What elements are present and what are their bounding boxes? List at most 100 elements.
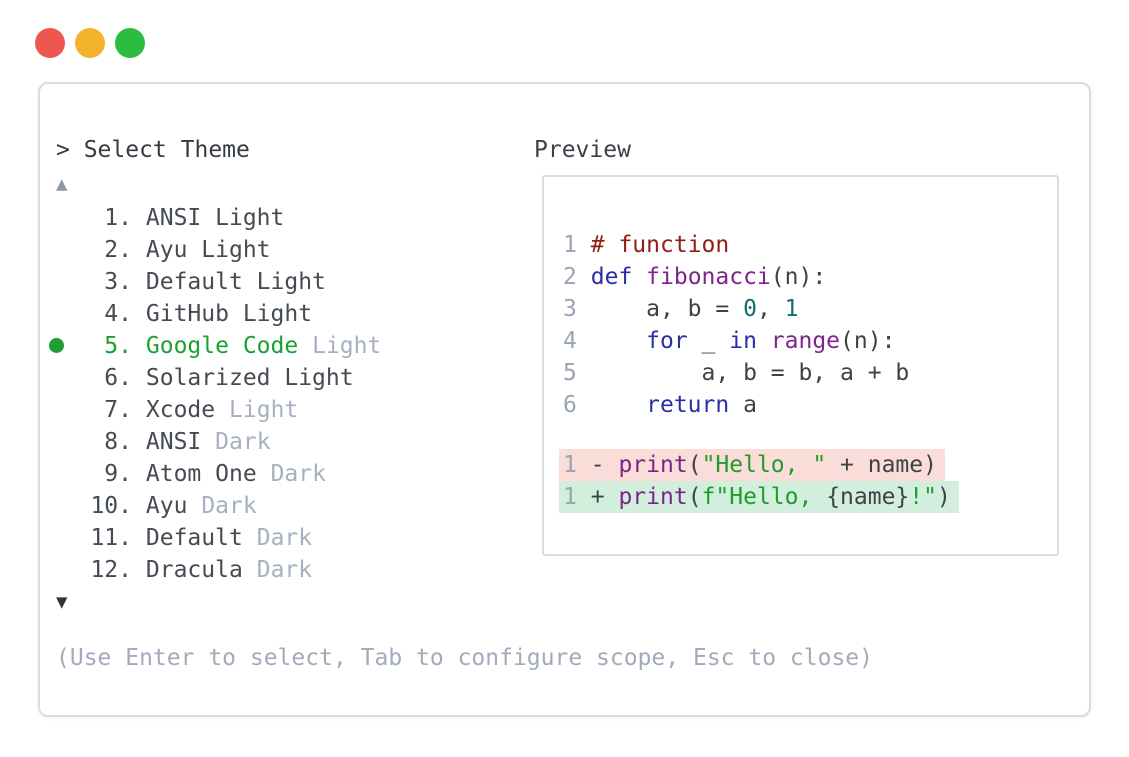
code-token: range xyxy=(770,328,841,354)
code-token: for xyxy=(646,328,688,354)
theme-variant-label: Dark xyxy=(256,557,313,583)
theme-name: Default xyxy=(145,525,243,551)
theme-list-item[interactable]: 2.Ayu Light xyxy=(56,234,381,266)
code-token: ( xyxy=(687,452,702,478)
line-number: 1 xyxy=(563,232,577,258)
code-token: 1 xyxy=(784,296,799,322)
theme-name: Dracula xyxy=(145,557,243,583)
theme-list-item[interactable]: 6. Solarized Light xyxy=(56,362,381,394)
selected-bullet-icon xyxy=(49,338,64,353)
code-token: def xyxy=(590,264,633,290)
scroll-down-icon[interactable]: ▼ xyxy=(56,591,68,613)
code-token: ( xyxy=(687,484,702,510)
theme-number: 9. xyxy=(104,461,132,487)
code-token: , xyxy=(756,296,785,322)
code-token: a xyxy=(729,392,757,418)
preview-title: Preview xyxy=(534,137,631,163)
theme-variant-label: Dark xyxy=(201,493,257,519)
code-token: return xyxy=(646,392,730,418)
theme-name: Ayu xyxy=(145,493,188,519)
code-token: (n): xyxy=(770,264,827,290)
select-theme-prompt: > Select Theme xyxy=(56,137,250,163)
keyboard-hint: (Use Enter to select, Tab to configure s… xyxy=(56,645,873,671)
theme-variant-label: Light xyxy=(229,397,299,423)
diff-highlight: 1+ print(f"Hello, {name}!") xyxy=(559,481,959,513)
code-token: a, b = xyxy=(590,296,744,322)
code-token: fibonacci xyxy=(646,264,771,290)
diff-line-added: 1+ print(f"Hello, {name}!") xyxy=(559,481,1057,513)
theme-variant-label: Light xyxy=(312,333,382,359)
maximize-button[interactable] xyxy=(115,28,145,58)
theme-name: Atom One xyxy=(145,461,257,487)
theme-list-item[interactable]: 11. Default Dark xyxy=(56,522,381,554)
code-token xyxy=(757,328,771,354)
code-token xyxy=(591,328,646,354)
theme-number: 8. xyxy=(104,429,132,455)
blank-line xyxy=(563,421,1057,449)
code-token: + name) xyxy=(826,452,937,478)
theme-list-item[interactable]: 3. Default Light xyxy=(56,266,381,298)
theme-number: 2. xyxy=(104,237,132,263)
theme-list-item[interactable]: 4. GitHub Light xyxy=(56,298,381,330)
code-token: {name} xyxy=(826,484,910,510)
theme-name: Google Code xyxy=(145,333,299,359)
theme-list-item[interactable]: 8. ANSI Dark xyxy=(56,426,381,458)
theme-list-item[interactable]: 5. Google Code Light xyxy=(49,330,382,362)
code-line: 1 # function xyxy=(563,229,1057,261)
code-token: a, b = b, a + b xyxy=(590,360,910,386)
scroll-up-icon[interactable]: ▲ xyxy=(56,173,68,195)
theme-list-item[interactable]: 9. Atom One Dark xyxy=(56,458,381,490)
line-number: 6 xyxy=(563,392,577,418)
theme-number: 10. xyxy=(90,493,132,519)
code-line: 4 for _ in range(n): xyxy=(563,325,1057,357)
theme-name: GitHub Light xyxy=(145,301,313,327)
code-token: # function xyxy=(590,232,730,258)
theme-number: 5. xyxy=(104,333,132,359)
code-token: !" xyxy=(909,484,937,510)
theme-list-item[interactable]: 1. ANSI Light xyxy=(56,202,381,234)
diff-sign: - xyxy=(590,452,619,478)
theme-list-item[interactable]: 12. Dracula Dark xyxy=(56,554,381,586)
theme-number: 6. xyxy=(104,365,132,391)
theme-number: 11. xyxy=(90,525,132,551)
code-token: in xyxy=(729,328,757,354)
diff-sign: + xyxy=(590,484,619,510)
theme-name: Solarized Light xyxy=(145,365,354,391)
theme-number: 4. xyxy=(104,301,132,327)
diff-highlight: 1- print("Hello, " + name) xyxy=(559,449,945,481)
code-line: 5 a, b = b, a + b xyxy=(563,357,1057,389)
code-token: 0 xyxy=(743,296,757,322)
code-token xyxy=(632,264,646,290)
code-token: ) xyxy=(936,484,951,510)
theme-list-item[interactable]: 7. Xcode Light xyxy=(56,394,381,426)
line-number: 1 xyxy=(563,452,577,478)
line-number: 1 xyxy=(563,484,577,510)
close-button[interactable] xyxy=(35,28,65,58)
theme-name: Xcode xyxy=(145,397,216,423)
code-token: print xyxy=(618,452,688,478)
theme-name: ANSI Light xyxy=(145,205,285,231)
line-number: 5 xyxy=(563,360,577,386)
code-line: 3 a, b = 0, 1 xyxy=(563,293,1057,325)
code-token: "Hello, " xyxy=(701,452,827,478)
theme-variant-label: Dark xyxy=(215,429,271,455)
code-token: _ xyxy=(687,328,730,354)
theme-number: 1. xyxy=(104,205,132,231)
theme-number: 3. xyxy=(104,269,132,295)
theme-name: Default Light xyxy=(145,269,326,295)
line-number: 3 xyxy=(563,296,577,322)
theme-name: ANSI xyxy=(145,429,202,455)
theme-variant-label: Dark xyxy=(270,461,326,487)
minimize-button[interactable] xyxy=(75,28,105,58)
code-line: 6 return a xyxy=(563,389,1057,421)
theme-list-item[interactable]: 10. Ayu Dark xyxy=(56,490,381,522)
code-token xyxy=(591,392,646,418)
theme-number: 12. xyxy=(90,557,132,583)
line-number: 4 xyxy=(563,328,577,354)
theme-variant-label: Dark xyxy=(256,525,313,551)
theme-number: 7. xyxy=(104,397,132,423)
code-token: (n): xyxy=(840,328,896,354)
